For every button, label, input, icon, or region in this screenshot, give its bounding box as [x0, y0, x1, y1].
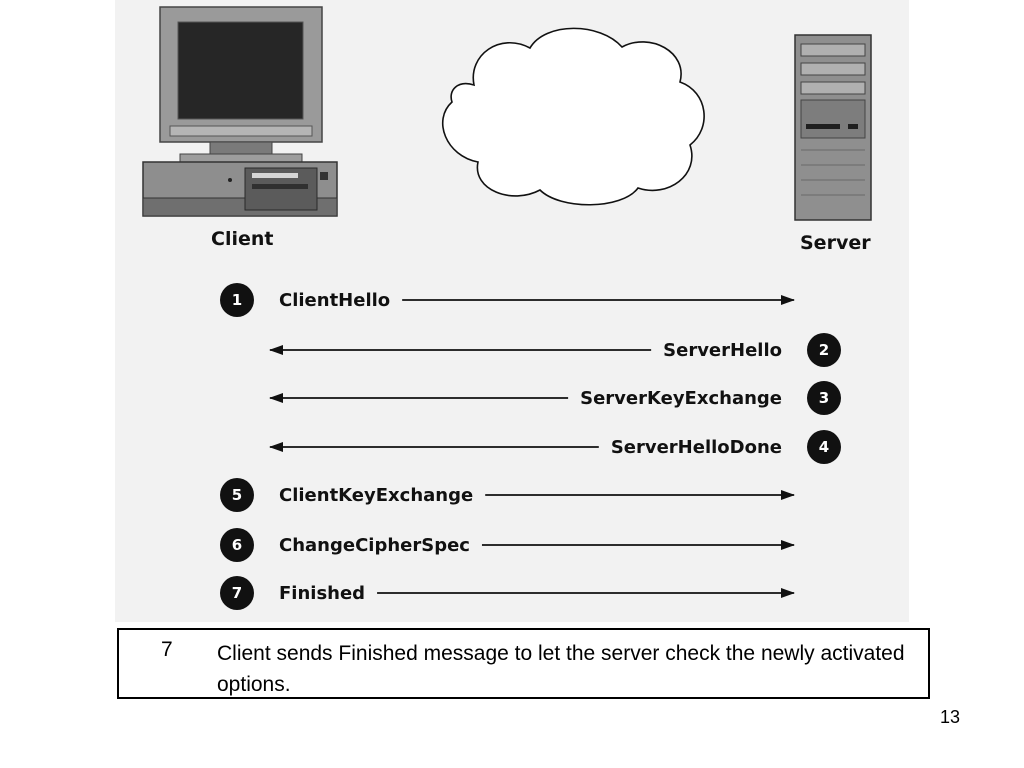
step-number: 1 — [232, 291, 242, 309]
handshake-step-5: 5 ClientKeyExchange — [220, 478, 795, 512]
step-message-label: ChangeCipherSpec — [279, 535, 470, 556]
caption-box: 7 Client sends Finished message to let t… — [117, 628, 930, 699]
step-message-label: ServerHelloDone — [611, 437, 782, 458]
step-number: 5 — [232, 486, 242, 504]
page-number: 13 — [940, 707, 961, 727]
step-number-badge — [807, 381, 841, 415]
step-number-badge — [220, 478, 254, 512]
step-number: 2 — [819, 341, 829, 359]
handshake-step-1: 1 ClientHello — [220, 283, 795, 317]
step-message-label: ClientKeyExchange — [279, 485, 473, 506]
handshake-step-4: 4 ServerHelloDone — [269, 430, 841, 464]
server-label: Server — [800, 232, 871, 254]
network-cloud-icon — [441, 27, 705, 206]
caption-text: Client sends Finished message to let the… — [217, 642, 905, 696]
step-number: 3 — [819, 389, 829, 407]
step-number: 6 — [232, 536, 242, 554]
client-label: Client — [211, 228, 273, 250]
step-number-badge — [220, 283, 254, 317]
step-message-label: Finished — [279, 583, 365, 604]
handshake-step-7: 7 Finished — [220, 576, 795, 610]
step-number-badge — [807, 333, 841, 367]
client-computer-icon — [142, 6, 338, 217]
handshake-step-3: 3 ServerKeyExchange — [269, 381, 841, 415]
handshake-step-6: 6 ChangeCipherSpec — [220, 528, 795, 562]
step-message-label: ClientHello — [279, 290, 390, 311]
handshake-step-2: 2 ServerHello — [269, 333, 841, 367]
server-tower-icon — [794, 34, 872, 221]
step-number-badge — [220, 576, 254, 610]
step-number-badge — [807, 430, 841, 464]
step-number: 4 — [819, 438, 829, 456]
step-message-label: ServerHello — [663, 340, 782, 361]
step-number-badge — [220, 528, 254, 562]
handshake-steps: 1 ClientHello 2 ServerHello 3 ServerKeyExchan… — [220, 283, 841, 610]
caption-step-number: 7 — [161, 638, 173, 661]
step-number: 7 — [232, 584, 242, 602]
step-message-label: ServerKeyExchange — [580, 388, 782, 409]
